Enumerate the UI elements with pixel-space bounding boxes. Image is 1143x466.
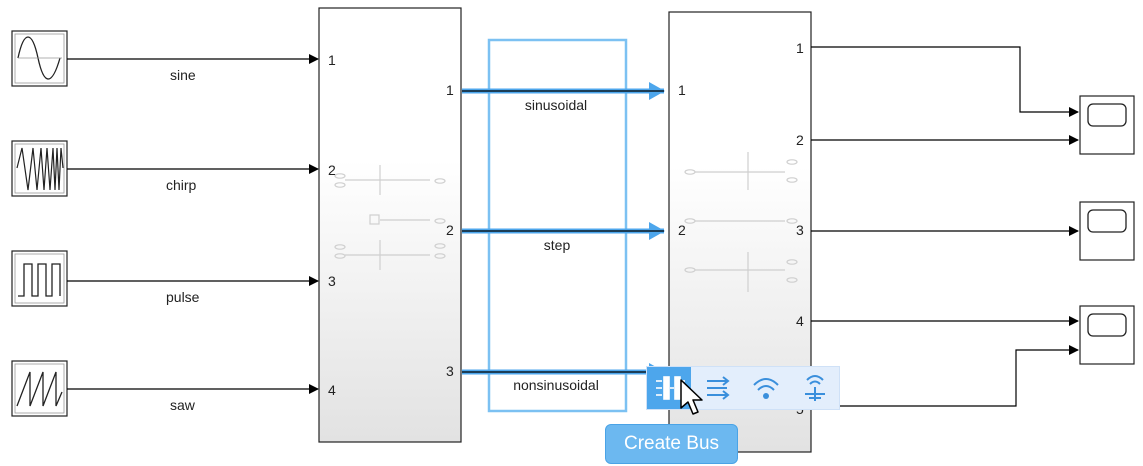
right-inport-2: 2 <box>678 222 686 238</box>
scope-block-1[interactable] <box>1079 95 1135 155</box>
sine-wave-block[interactable] <box>11 30 68 87</box>
signal-label-pulse: pulse <box>166 289 200 305</box>
subsystem-content-icon <box>684 152 798 292</box>
wireless-signal-button[interactable] <box>744 367 788 409</box>
wireless-signal-icon <box>753 378 779 399</box>
subsystem-content-icon <box>334 165 446 270</box>
left-outport-3: 3 <box>446 363 454 379</box>
left-inport-1: 1 <box>328 52 336 68</box>
output-line-5[interactable] <box>811 345 1079 407</box>
pulse-block[interactable] <box>11 250 68 307</box>
left-outport-1: 1 <box>446 82 454 98</box>
scope-icon <box>1087 209 1127 233</box>
bus-selector-button[interactable] <box>793 367 837 409</box>
right-outport-2: 2 <box>796 132 804 148</box>
chirp-block[interactable] <box>11 140 68 197</box>
bus-lines-icon <box>707 376 730 400</box>
left-subsystem-block[interactable] <box>318 7 462 443</box>
left-outport-2: 2 <box>446 222 454 238</box>
chirp-icon <box>16 147 64 191</box>
right-inport-1: 1 <box>678 82 686 98</box>
connection-label-sinusoidal: sinusoidal <box>524 97 588 113</box>
right-outport-1: 1 <box>796 40 804 56</box>
left-inport-2: 2 <box>328 162 336 178</box>
sawtooth-block[interactable] <box>11 360 68 417</box>
selection-box[interactable] <box>487 38 628 413</box>
signal-label-sine: sine <box>170 67 196 83</box>
pulse-icon <box>18 263 61 297</box>
output-line-1[interactable] <box>811 46 1079 117</box>
right-outport-3: 3 <box>796 222 804 238</box>
signal-label-chirp: chirp <box>166 177 197 193</box>
scope-icon <box>1087 103 1127 127</box>
connection-label-nonsinusoidal: nonsinusoidal <box>513 377 599 393</box>
left-inport-4: 4 <box>328 382 336 398</box>
scope-block-2[interactable] <box>1079 201 1135 261</box>
scope-icon <box>1087 313 1127 337</box>
bus-selector-icon <box>805 375 825 401</box>
sawtooth-icon <box>16 371 63 407</box>
mouse-cursor-icon <box>680 379 703 415</box>
scope-block-3[interactable] <box>1079 305 1135 365</box>
bus-lines-button[interactable] <box>696 367 740 409</box>
quick-action-bar <box>646 366 840 410</box>
left-inport-3: 3 <box>328 273 336 289</box>
create-bus-tooltip: Create Bus <box>605 424 738 464</box>
right-outport-4: 4 <box>796 313 804 329</box>
connection-label-step: step <box>543 237 571 253</box>
signal-label-saw: saw <box>170 397 195 413</box>
